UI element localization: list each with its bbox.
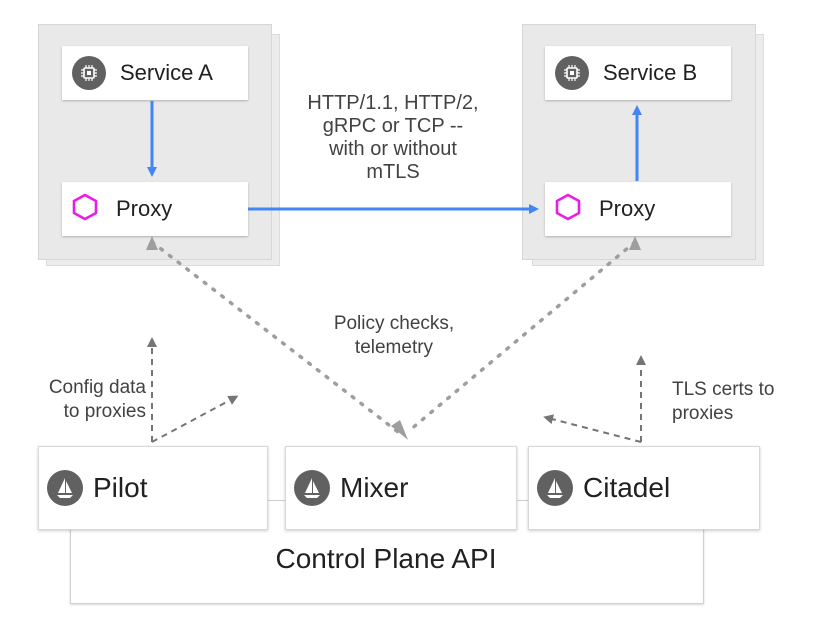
transport-note-line: with or without [329, 138, 457, 160]
policy-note-line: telemetry [354, 337, 434, 358]
proxy-b-card[interactable]: Proxy [545, 182, 731, 236]
chip-icon [555, 56, 589, 90]
mixer-card[interactable]: Mixer [285, 446, 517, 530]
proxy-a-dotted-head [146, 236, 158, 250]
istio-sail-icon [47, 470, 83, 506]
mixer-dotted-head [391, 420, 408, 440]
service-a-card[interactable]: Service A [62, 46, 248, 100]
policy-note: Policy checks, telemetry [296, 312, 492, 360]
citadel-certs-left-arrow [543, 414, 642, 443]
transport-note-line: mTLS [366, 161, 420, 183]
config-note-line: Config data [48, 377, 146, 398]
service-b-label: Service B [603, 60, 698, 85]
proxy-b-dotted-head [629, 236, 641, 250]
citadel-label: Citadel [583, 472, 671, 503]
tls-note: TLS certs to proxies [672, 378, 822, 426]
hexagon-icon [555, 193, 581, 226]
config-note: Config data to proxies [6, 376, 146, 424]
proxy-a-card[interactable]: Proxy [62, 182, 248, 236]
proxy-a-mixer-dotted [150, 240, 400, 434]
pilot-card[interactable]: Pilot [38, 446, 268, 530]
pilot-config-right-arrow [151, 395, 239, 443]
istio-sail-icon [294, 470, 330, 506]
policy-note-line: Policy checks, [333, 313, 455, 334]
config-note-line: to proxies [63, 401, 146, 422]
proxy-b-label: Proxy [599, 196, 656, 221]
tls-note-line: proxies [672, 403, 734, 424]
service-b-card[interactable]: Service B [545, 46, 731, 100]
proxy-b-mixer-dotted [408, 240, 637, 432]
mixer-label: Mixer [340, 472, 409, 503]
hexagon-icon [72, 193, 98, 226]
tls-note-line: TLS certs to [672, 379, 775, 400]
transport-note-line: gRPC or TCP -- [322, 115, 464, 137]
pilot-label: Pilot [93, 472, 148, 503]
control-plane-api-label: Control Plane API [275, 543, 497, 574]
istio-sail-icon [537, 470, 573, 506]
citadel-card[interactable]: Citadel [528, 446, 760, 530]
proxy-a-label: Proxy [116, 196, 173, 221]
transport-note-line: HTTP/1.1, HTTP/2, [307, 92, 479, 114]
chip-icon [72, 56, 106, 90]
service-a-label: Service A [120, 60, 213, 85]
transport-note: HTTP/1.1, HTTP/2, gRPC or TCP -- with or… [272, 92, 514, 184]
